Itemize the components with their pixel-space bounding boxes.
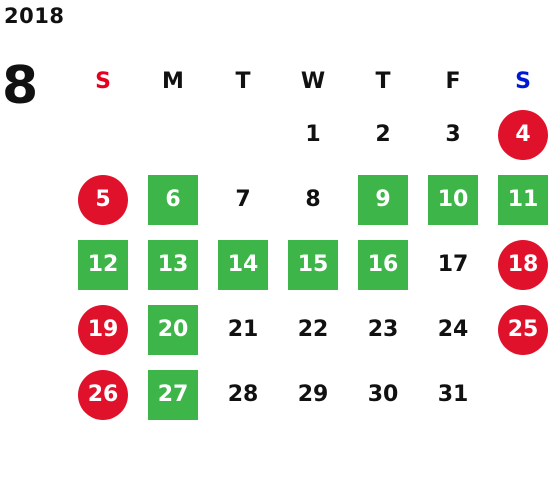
day-cell: 27	[138, 362, 208, 427]
highlighted-day[interactable]: 9	[358, 174, 408, 225]
day-cell: 26	[68, 362, 138, 427]
day-number[interactable]: 31	[437, 382, 469, 407]
day-number[interactable]: 7	[235, 187, 251, 212]
highlighted-day[interactable]: 14	[218, 239, 268, 290]
day-cell: 6	[138, 167, 208, 232]
day-cell: 24	[418, 297, 488, 362]
holiday-day[interactable]: 4	[498, 109, 548, 160]
day-cell: 5	[68, 167, 138, 232]
highlighted-day[interactable]: 13	[148, 239, 198, 290]
day-cell: 11	[488, 167, 548, 232]
day-number[interactable]: 29	[297, 382, 329, 407]
day-cell: 22	[278, 297, 348, 362]
highlighted-day[interactable]: 6	[148, 174, 198, 225]
day-cell: 23	[348, 297, 418, 362]
week-row: 1 2 3 4	[68, 102, 548, 167]
day-number[interactable]: 8	[305, 187, 321, 212]
day-cell: 21	[208, 297, 278, 362]
day-cell: 15	[278, 232, 348, 297]
highlighted-day[interactable]: 15	[288, 239, 338, 290]
day-cell: 10	[418, 167, 488, 232]
weekday-mon: M	[162, 68, 184, 94]
day-cell: 2	[348, 102, 418, 167]
day-cell: 31	[418, 362, 488, 427]
day-number[interactable]: 17	[437, 252, 469, 277]
day-cell: 9	[348, 167, 418, 232]
holiday-day[interactable]: 19	[78, 304, 128, 355]
weekday-fri: F	[445, 68, 461, 94]
day-cell: 29	[278, 362, 348, 427]
year-label: 2018	[4, 4, 65, 28]
day-cell: 13	[138, 232, 208, 297]
month-number: 8	[2, 56, 39, 116]
day-cell: 17	[418, 232, 488, 297]
day-cell: 16	[348, 232, 418, 297]
week-row: 19 20 21 22 23 24 25	[68, 297, 548, 362]
day-cell: 18	[488, 232, 548, 297]
highlighted-day[interactable]: 27	[148, 369, 198, 420]
weekday-tue: T	[235, 68, 251, 94]
day-cell: 12	[68, 232, 138, 297]
day-number[interactable]: 28	[227, 382, 259, 407]
day-cell	[208, 102, 278, 167]
weekday-sun: S	[95, 68, 111, 94]
day-number[interactable]: 22	[297, 317, 329, 342]
day-cell	[68, 102, 138, 167]
day-number[interactable]: 21	[227, 317, 259, 342]
day-number[interactable]: 2	[375, 122, 391, 147]
holiday-day[interactable]: 26	[78, 369, 128, 420]
day-cell	[138, 102, 208, 167]
day-number[interactable]: 24	[437, 317, 469, 342]
day-cell: 7	[208, 167, 278, 232]
weekday-thu: T	[375, 68, 391, 94]
holiday-day[interactable]: 18	[498, 239, 548, 290]
day-cell: 28	[208, 362, 278, 427]
day-cell: 20	[138, 297, 208, 362]
weekday-wed: W	[300, 68, 326, 94]
highlighted-day[interactable]: 10	[428, 174, 478, 225]
day-number[interactable]: 30	[367, 382, 399, 407]
day-cell: 1	[278, 102, 348, 167]
highlighted-day[interactable]: 11	[498, 174, 548, 225]
day-cell: 25	[488, 297, 548, 362]
holiday-day[interactable]: 5	[78, 174, 128, 225]
holiday-day[interactable]: 25	[498, 304, 548, 355]
day-cell: 14	[208, 232, 278, 297]
day-cell: 30	[348, 362, 418, 427]
day-cell: 8	[278, 167, 348, 232]
weekday-sat: S	[515, 68, 531, 94]
highlighted-day[interactable]: 12	[78, 239, 128, 290]
week-row: 26 27 28 29 30 31	[68, 362, 548, 427]
weekday-header-row: S M T W T F S	[68, 60, 548, 102]
day-cell: 4	[488, 102, 548, 167]
highlighted-day[interactable]: 16	[358, 239, 408, 290]
day-cell	[488, 362, 548, 427]
day-cell: 19	[68, 297, 138, 362]
week-row: 12 13 14 15 16 17 18	[68, 232, 548, 297]
day-number[interactable]: 1	[305, 122, 321, 147]
day-number[interactable]: 3	[445, 122, 461, 147]
day-number[interactable]: 23	[367, 317, 399, 342]
highlighted-day[interactable]: 20	[148, 304, 198, 355]
day-cell: 3	[418, 102, 488, 167]
